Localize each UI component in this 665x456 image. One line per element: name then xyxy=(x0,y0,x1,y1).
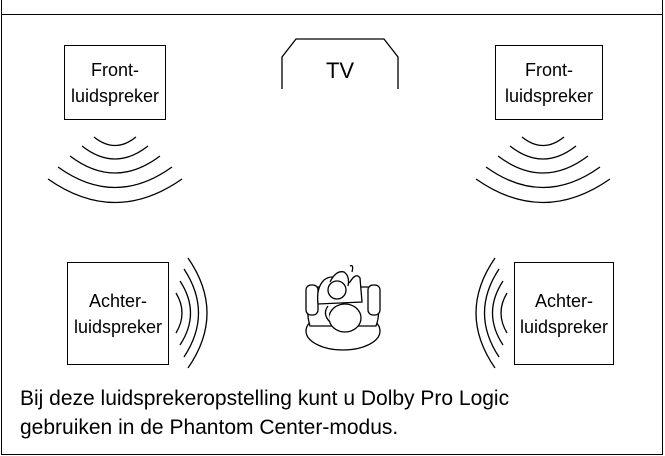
rear-right-sound-waves-icon xyxy=(475,257,508,369)
rear-left-sound-waves-icon xyxy=(175,257,208,369)
front-right-speaker-label-line2: luidspreker xyxy=(504,85,594,106)
front-left-speaker: Front- luidspreker xyxy=(64,45,166,120)
listener-icon xyxy=(305,264,381,351)
top-rule xyxy=(1,14,663,15)
rear-right-speaker: Achter- luidspreker xyxy=(514,262,614,365)
caption: Bij deze luidsprekeropstelling kunt u Do… xyxy=(20,384,650,442)
rear-right-speaker-label-line2: luidspreker xyxy=(519,316,609,337)
tv-label: TV xyxy=(325,58,355,83)
tv-icon xyxy=(281,38,399,89)
caption-line-2: gebruiken in de Phantom Center-modus. xyxy=(20,416,399,439)
rear-left-speaker-label-line1: Achter- xyxy=(88,290,148,311)
rear-left-speaker: Achter- luidspreker xyxy=(67,262,169,365)
front-right-speaker: Front- luidspreker xyxy=(495,45,603,120)
front-left-speaker-label-line1: Front- xyxy=(90,59,139,80)
rear-right-speaker-label-line1: Achter- xyxy=(534,290,594,311)
caption-line-1: Bij deze luidsprekeropstelling kunt u Do… xyxy=(20,387,510,410)
rear-left-speaker-label-line2: luidspreker xyxy=(73,316,163,337)
front-left-speaker-label-line2: luidspreker xyxy=(70,85,160,106)
front-left-sound-waves-icon xyxy=(47,136,183,204)
speaker-layout-diagram xyxy=(47,38,611,369)
front-right-speaker-label-line1: Front- xyxy=(524,59,573,80)
front-right-sound-waves-icon xyxy=(475,136,611,204)
